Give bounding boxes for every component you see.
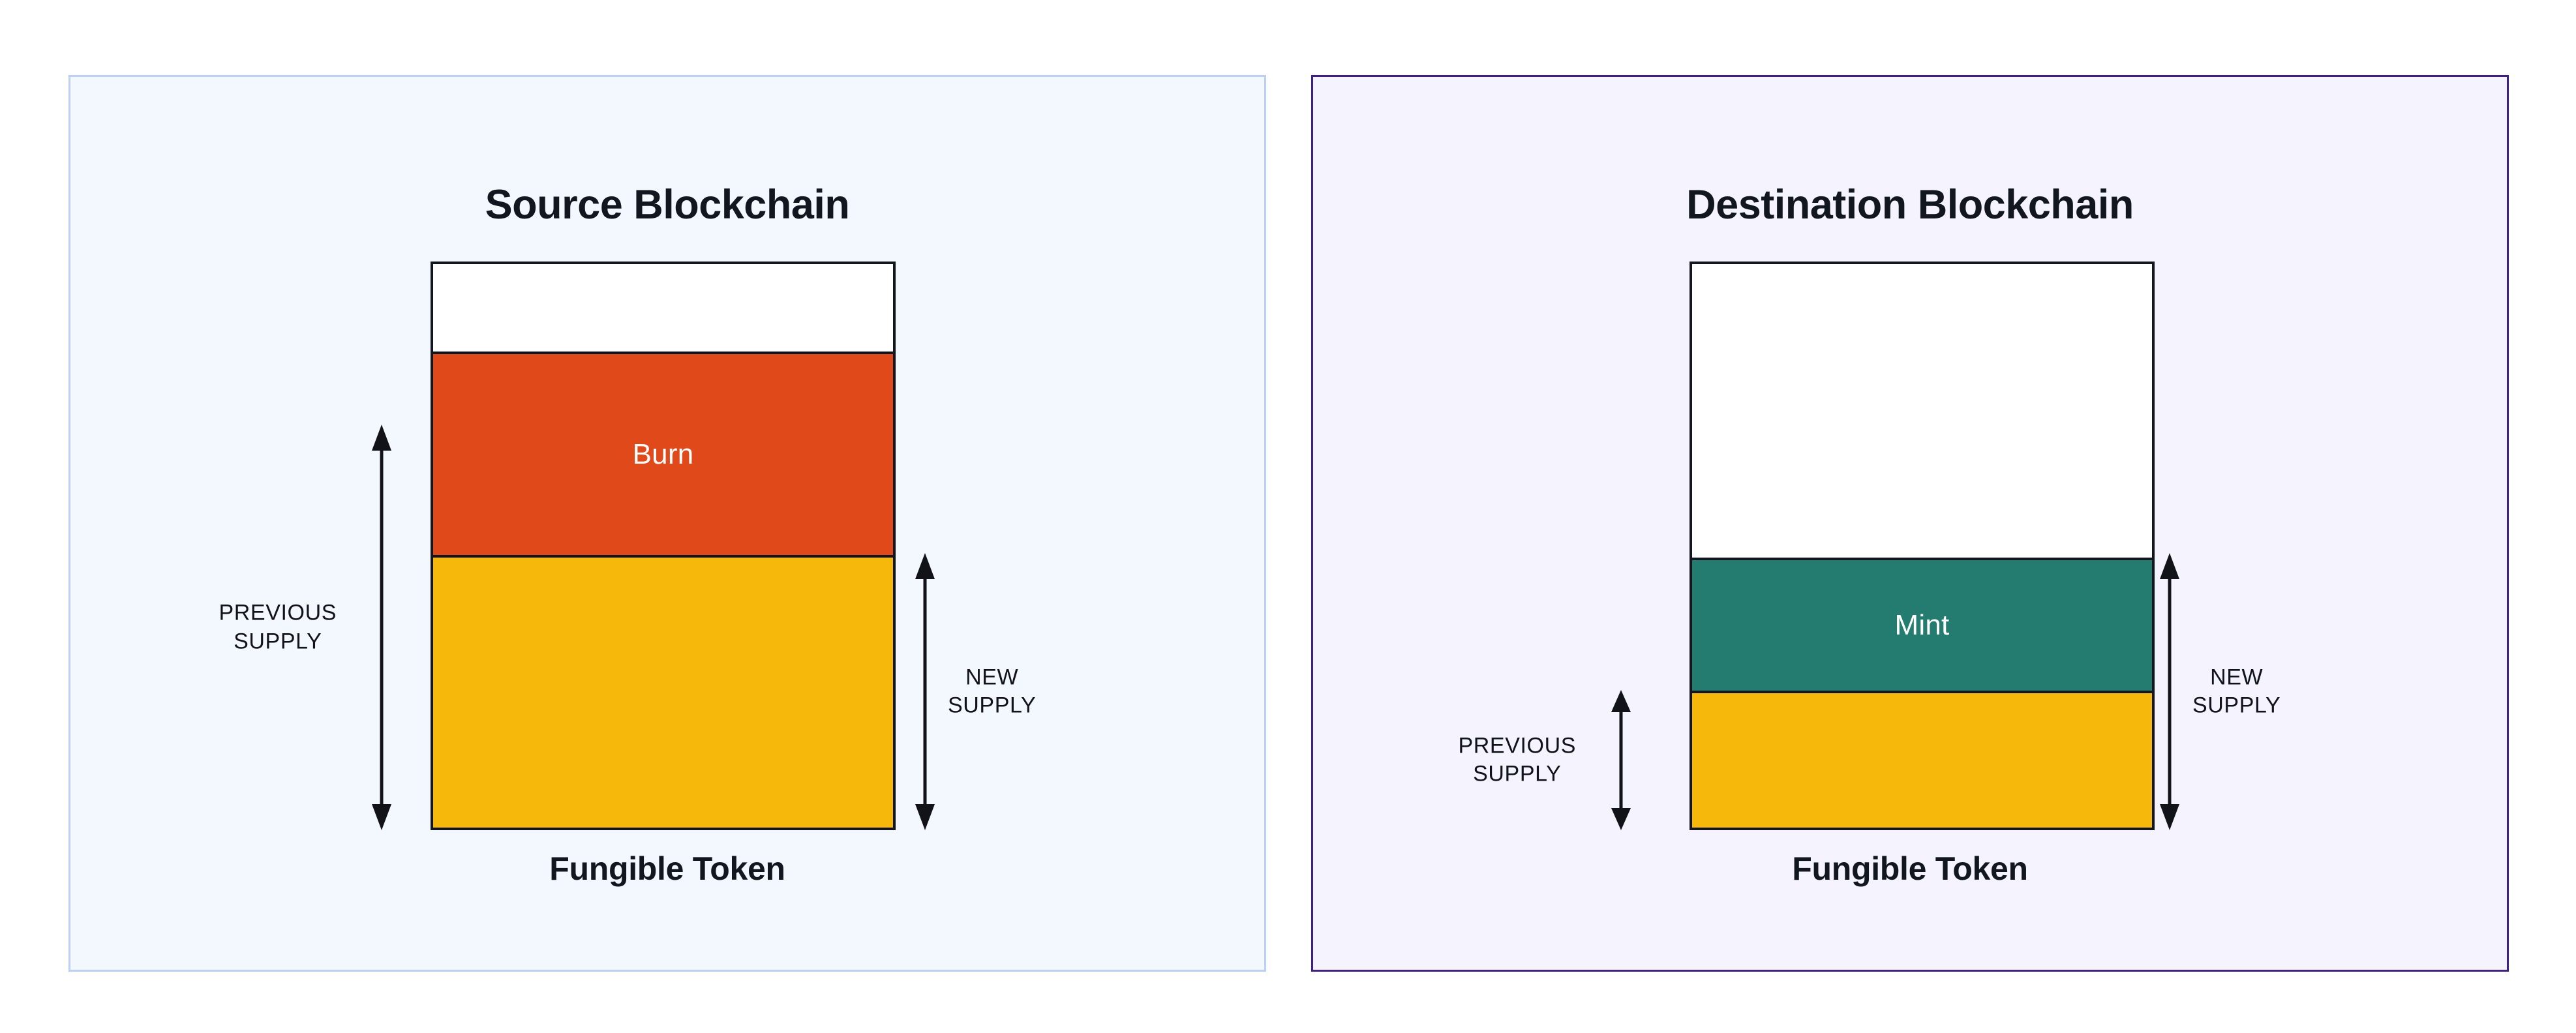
label-line-2: SUPPLY <box>948 693 1037 718</box>
destination-bar-segment-headroom <box>1692 264 2152 558</box>
label-line-2: SUPPLY <box>234 629 322 653</box>
destination-blockchain-panel: Destination Blockchain Mint PREVIOUS SUP… <box>1311 75 2509 972</box>
destination-panel-title: Destination Blockchain <box>1686 182 2134 228</box>
label-line-1: PREVIOUS <box>1458 732 1576 758</box>
mint-label: Mint <box>1894 609 1950 641</box>
destination-token-supply-bar: Mint <box>1690 262 2155 830</box>
label-line-1: NEW <box>965 664 1019 689</box>
label-line-1: NEW <box>2210 664 2264 689</box>
source-bar-segment-burn: Burn <box>433 352 893 558</box>
label-line-1: PREVIOUS <box>219 600 337 625</box>
destination-new-supply-label: NEW SUPPLY <box>2192 663 2281 720</box>
source-bar-segment-headroom <box>433 264 893 352</box>
source-token-supply-bar: Burn <box>431 262 896 830</box>
source-bar-segment-supply <box>433 558 893 828</box>
source-blockchain-panel: Source Blockchain Burn PREVIOUS SUPPLY <box>68 75 1266 972</box>
source-previous-supply-label: PREVIOUS SUPPLY <box>219 599 337 655</box>
double-headed-arrow-icon <box>915 553 935 830</box>
double-headed-arrow-icon <box>372 425 391 830</box>
destination-previous-supply-label: PREVIOUS SUPPLY <box>1458 732 1576 788</box>
label-line-2: SUPPLY <box>1473 761 1562 786</box>
label-line-2: SUPPLY <box>2192 693 2281 718</box>
double-headed-arrow-icon <box>2160 553 2179 830</box>
burn-label: Burn <box>632 438 694 470</box>
destination-panel-footer: Fungible Token <box>1792 850 2028 887</box>
source-new-supply-label: NEW SUPPLY <box>948 663 1036 720</box>
double-headed-arrow-icon <box>1611 690 1631 830</box>
source-panel-footer: Fungible Token <box>549 850 785 887</box>
source-panel-title: Source Blockchain <box>485 182 850 228</box>
destination-bar-segment-supply <box>1692 693 2152 828</box>
destination-bar-segment-mint: Mint <box>1692 558 2152 693</box>
